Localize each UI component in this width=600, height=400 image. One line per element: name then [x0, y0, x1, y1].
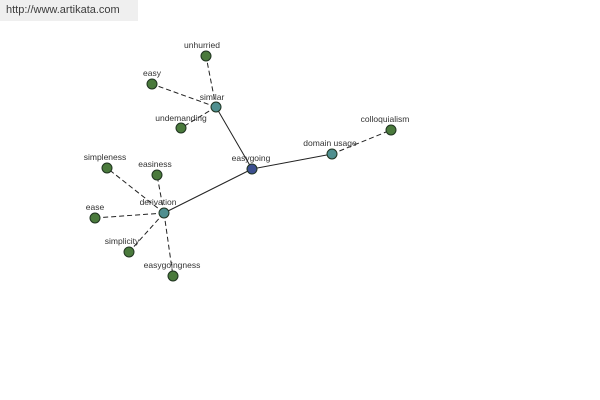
node-label-ease[interactable]: ease — [86, 202, 105, 212]
edges-layer — [94, 55, 392, 277]
node-undemanding[interactable]: undemanding — [155, 113, 207, 134]
node-label-easygoing[interactable]: easygoing — [232, 153, 271, 163]
node-label-easygoingness[interactable]: easygoingness — [144, 260, 201, 270]
edge-derivation-simplicity — [128, 212, 165, 253]
edge-similar-easy — [151, 83, 217, 108]
node-label-simplicity[interactable]: simplicity — [105, 236, 140, 246]
node-similar[interactable]: similar — [200, 92, 225, 113]
node-dot-undemanding[interactable] — [175, 122, 187, 134]
source-url-text[interactable]: http://www.artikata.com — [6, 4, 120, 16]
node-label-similar[interactable]: similar — [200, 92, 225, 102]
edge-derivation-ease — [94, 212, 165, 219]
node-dot-colloquialism[interactable] — [385, 124, 397, 136]
node-simpleness[interactable]: simpleness — [84, 152, 127, 174]
node-dot-easy[interactable] — [146, 78, 158, 90]
node-easygoingness[interactable]: easygoingness — [144, 260, 201, 282]
source-url-banner[interactable]: http://www.artikata.com — [0, 0, 138, 21]
node-dot-simplicity[interactable] — [123, 246, 135, 258]
edge-easygoing-similar — [215, 106, 253, 170]
node-dot-simpleness[interactable] — [101, 162, 113, 174]
node-label-easy[interactable]: easy — [143, 68, 162, 78]
node-easiness[interactable]: easiness — [138, 159, 172, 181]
node-dot-easygoing[interactable] — [246, 163, 258, 175]
node-label-domain-usage[interactable]: domain usage — [303, 138, 357, 148]
node-unhurried[interactable]: unhurried — [184, 40, 220, 62]
node-label-unhurried[interactable]: unhurried — [184, 40, 220, 50]
node-easy[interactable]: easy — [143, 68, 162, 90]
node-derivation[interactable]: derivation — [140, 197, 177, 219]
node-easygoing[interactable]: easygoing — [232, 153, 271, 175]
edge-easygoing-domain-usage — [251, 153, 333, 170]
node-colloquialism[interactable]: colloquialism — [361, 114, 410, 136]
node-dot-derivation[interactable] — [158, 207, 170, 219]
node-ease[interactable]: ease — [86, 202, 105, 224]
edge-domain-usage-colloquialism — [331, 129, 392, 155]
node-dot-easiness[interactable] — [151, 169, 163, 181]
edge-similar-undemanding — [180, 106, 217, 129]
node-label-easiness[interactable]: easiness — [138, 159, 172, 169]
edge-similar-unhurried — [205, 55, 217, 108]
node-dot-unhurried[interactable] — [200, 50, 212, 62]
edge-derivation-easygoingness — [163, 212, 174, 277]
node-dot-easygoingness[interactable] — [167, 270, 179, 282]
node-dot-ease[interactable] — [89, 212, 101, 224]
node-label-derivation[interactable]: derivation — [140, 197, 177, 207]
node-domain-usage[interactable]: domain usage — [303, 138, 357, 160]
node-simplicity[interactable]: simplicity — [105, 236, 140, 258]
node-dot-similar[interactable] — [210, 101, 222, 113]
edge-derivation-easiness — [156, 174, 165, 214]
nodes-layer: easygoing similar domain usage derivation un… — [84, 40, 410, 282]
node-label-undemanding[interactable]: undemanding — [155, 113, 207, 123]
node-label-colloquialism[interactable]: colloquialism — [361, 114, 410, 124]
edge-easygoing-derivation — [163, 168, 253, 214]
node-label-simpleness[interactable]: simpleness — [84, 152, 127, 162]
edge-derivation-simpleness — [106, 167, 165, 214]
node-dot-domain-usage[interactable] — [326, 148, 338, 160]
